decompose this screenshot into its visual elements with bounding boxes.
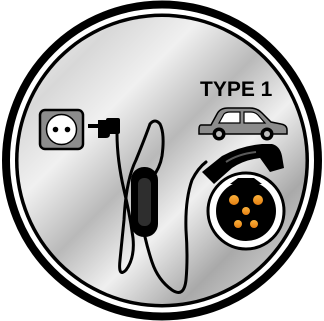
control-box-icon: [131, 167, 158, 237]
wall-socket-icon: [40, 110, 83, 149]
type1-connector-face-icon: [208, 173, 284, 249]
type-label: TYPE 1: [200, 78, 273, 101]
